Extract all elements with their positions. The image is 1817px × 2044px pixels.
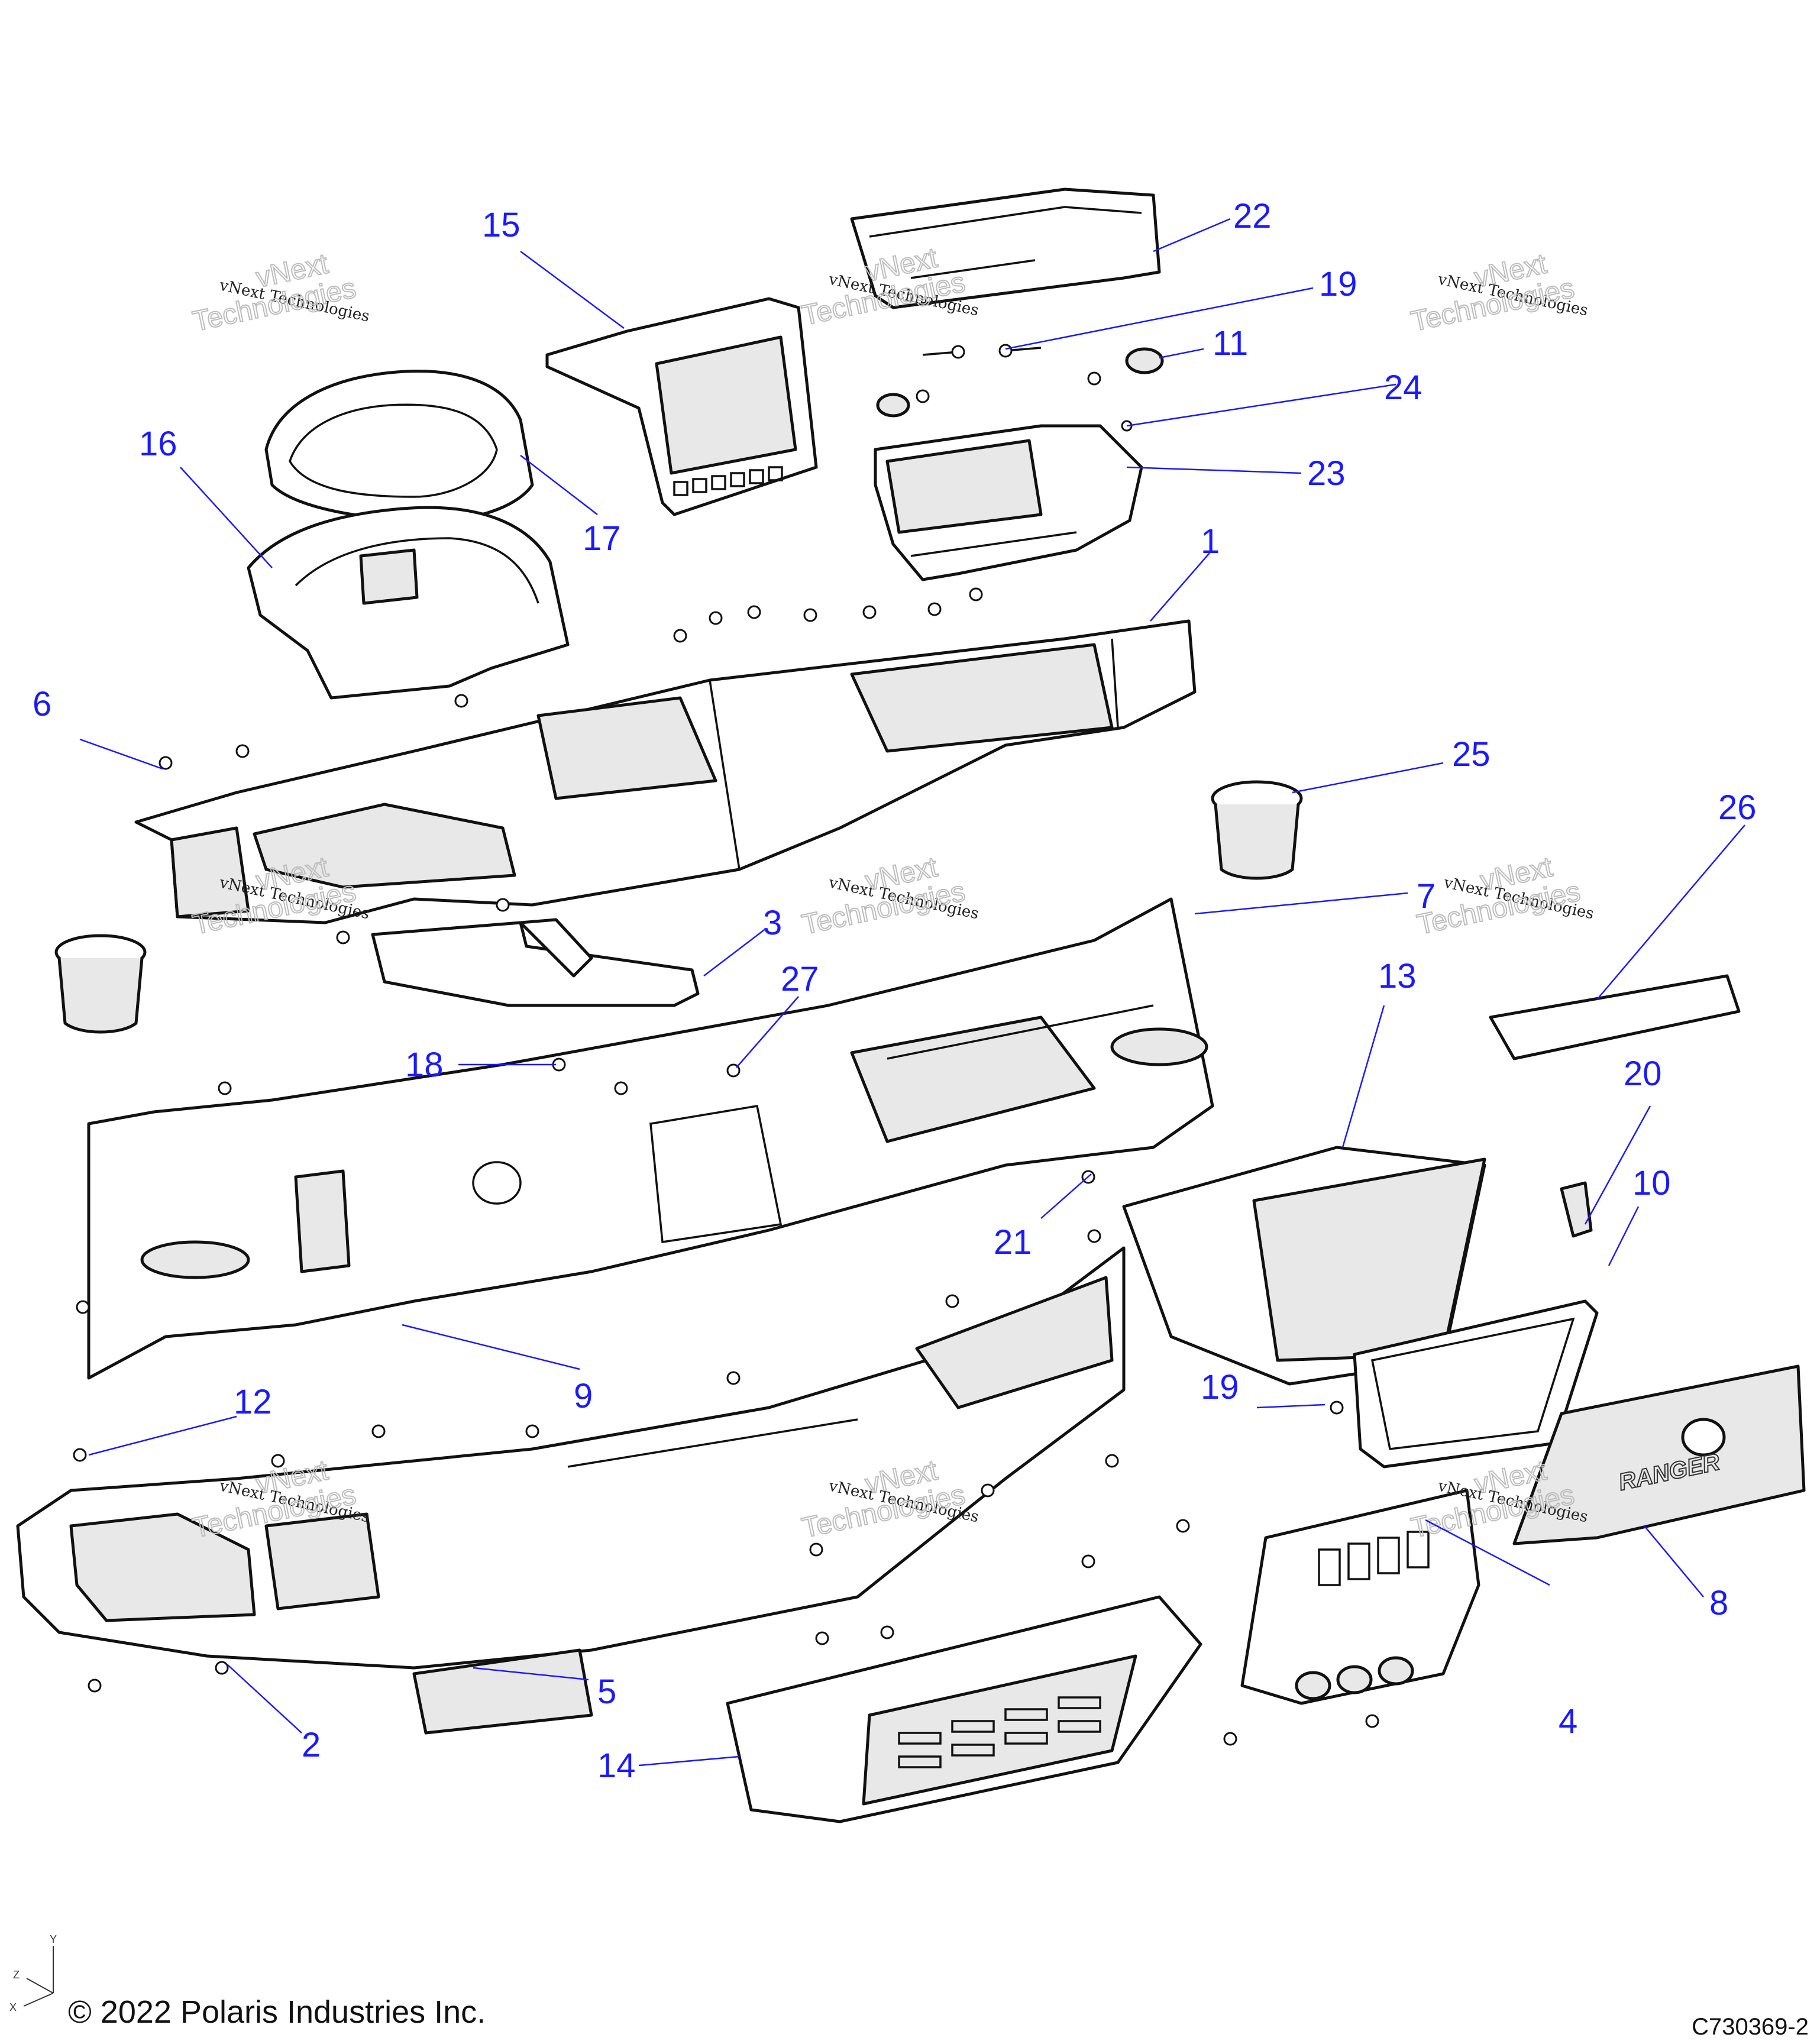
callout-3: 3 xyxy=(763,904,782,942)
callout-20: 20 xyxy=(1624,1055,1662,1093)
callout-13: 13 xyxy=(1378,957,1417,995)
part-23-storage-bin xyxy=(874,424,1143,581)
callout-22: 22 xyxy=(1233,197,1272,235)
callout-19-lower: 19 xyxy=(1201,1368,1239,1406)
part-4-switch-panel xyxy=(1240,1489,1480,1705)
callout-26: 26 xyxy=(1718,788,1757,827)
part-1-upper-dash xyxy=(134,619,1197,924)
part-14-lower-tray xyxy=(726,1595,1202,1823)
callout-23: 23 xyxy=(1307,454,1346,493)
leader-lines xyxy=(79,218,1745,1767)
part-17-gauge-bezel xyxy=(264,370,534,522)
callout-7: 7 xyxy=(1417,877,1436,916)
diagram-id: C730369-2 xyxy=(1692,2014,1809,2040)
callout-21: 21 xyxy=(994,1223,1032,1262)
part-3-bracket xyxy=(371,918,700,1007)
part-15-display-housing xyxy=(545,297,818,516)
callout-19-upper: 19 xyxy=(1319,265,1357,303)
part-26-trim-strip xyxy=(1489,974,1741,1060)
callout-4: 4 xyxy=(1559,1702,1577,1741)
callout-14: 14 xyxy=(597,1747,636,1785)
callout-8: 8 xyxy=(1709,1584,1728,1622)
callout-16: 16 xyxy=(139,425,177,463)
copyright-text: © 2022 Polaris Industries Inc. xyxy=(68,1994,486,2030)
callout-27: 27 xyxy=(781,960,819,998)
callout-17: 17 xyxy=(583,519,621,558)
callouts: 1 2 3 4 5 6 7 8 9 10 11 12 13 14 15 16 1… xyxy=(33,197,1757,1785)
part-20-latch xyxy=(1560,1181,1593,1238)
part-clips-upper-dash xyxy=(159,587,983,945)
callout-15: 15 xyxy=(482,206,520,244)
axis-x-label: X xyxy=(9,2001,17,2013)
callout-9: 9 xyxy=(574,1377,593,1415)
callout-11: 11 xyxy=(1213,324,1248,363)
part-fasteners-misc xyxy=(73,1057,1379,1746)
part-22-upper-lid xyxy=(850,187,1161,309)
axis-y-label: Y xyxy=(50,1933,57,1945)
callout-24: 24 xyxy=(1384,368,1422,407)
callout-18: 18 xyxy=(405,1046,444,1084)
callout-5: 5 xyxy=(597,1673,616,1711)
callout-2: 2 xyxy=(302,1726,321,1764)
watermark-group: vNext Technologies vNext Technologies vN… xyxy=(189,242,1595,1545)
callout-25: 25 xyxy=(1452,735,1491,774)
part-16-gauge-housing xyxy=(247,506,570,700)
part-7-dash-frame xyxy=(87,897,1214,1380)
part-13-center-panel xyxy=(1122,1146,1486,1386)
axis-triad: Y Z X xyxy=(9,1933,57,2013)
axis-z-label: Z xyxy=(13,1969,20,1981)
part-cup-holder-left xyxy=(54,934,147,1034)
callout-10: 10 xyxy=(1632,1164,1671,1202)
callout-12: 12 xyxy=(234,1383,272,1421)
part-25-cup-holder xyxy=(1211,780,1303,880)
part-11-bumper xyxy=(876,347,1164,418)
callout-1: 1 xyxy=(1201,522,1220,561)
part-5-lower-dash xyxy=(16,1246,1126,1735)
part-8-glove-door xyxy=(1512,1364,1806,1545)
part-19-pins-upper xyxy=(916,344,1133,432)
callout-6: 6 xyxy=(33,685,51,723)
